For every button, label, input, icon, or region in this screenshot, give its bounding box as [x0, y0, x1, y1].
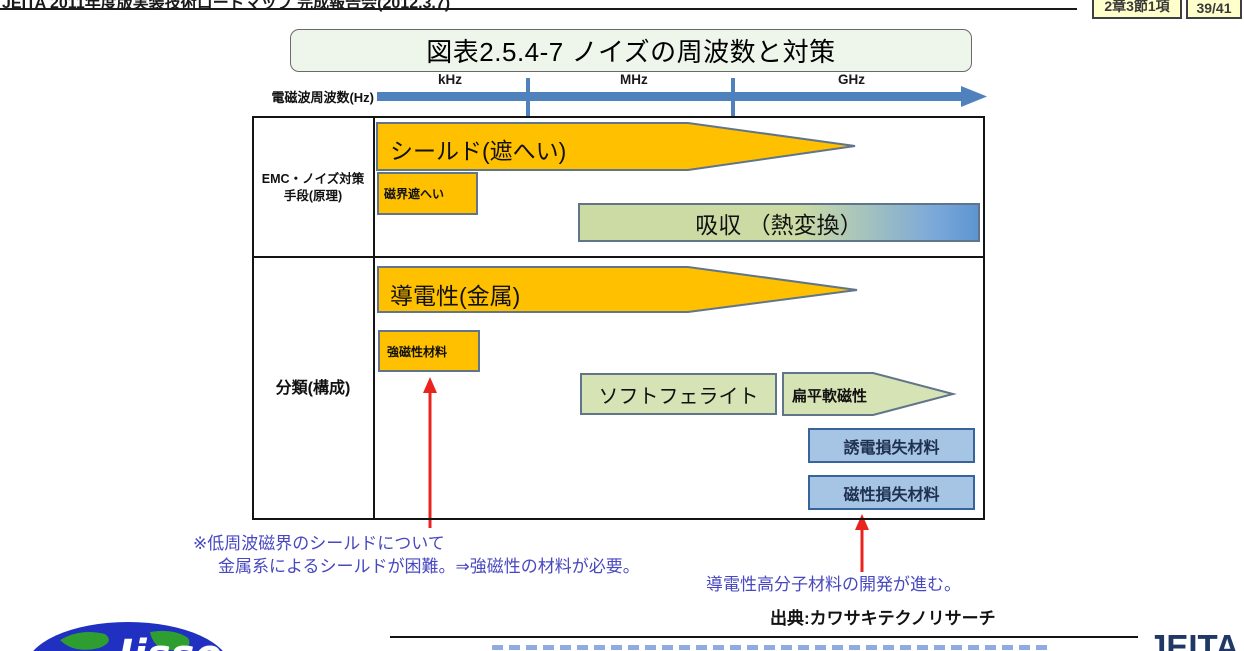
source-credit: 出典:カワサキテクノリサーチ — [770, 609, 996, 628]
shield-label: シールド(遮へい) — [390, 138, 567, 164]
page-header-title: JEITA 2011年度版実装技術ロードマップ 完成報告会(2012.3.7) — [2, 0, 451, 12]
ferromagnetic-box: 強磁性材料 — [378, 330, 480, 372]
magnetic-loss-box: 磁性損失材料 — [808, 475, 975, 510]
conductive-label: 導電性(金属) — [390, 283, 521, 309]
globe-logo-text: Jisso — [111, 632, 222, 651]
chart-frame — [252, 116, 985, 520]
section-badge: 2章3節1項 — [1092, 0, 1182, 19]
axis-tick-khz-mhz — [526, 78, 530, 116]
figure-title-box: 図表2.5.4-7 ノイズの周波数と対策 — [290, 29, 972, 72]
header-underline — [0, 8, 1077, 10]
chart-row-divider — [252, 256, 985, 258]
row-header-classification: 分類(構成) — [275, 380, 351, 397]
frequency-axis-bar — [377, 92, 963, 101]
jeita-logo: JEITA — [1148, 627, 1240, 651]
axis-unit-mhz: MHz — [620, 72, 648, 87]
axis-tick-mhz-ghz — [731, 78, 735, 116]
axis-label: 電磁波周波数(Hz) — [271, 90, 374, 105]
footer-rule — [390, 636, 1138, 638]
frequency-axis-arrowhead-icon — [961, 86, 987, 107]
magnetic-shield-label: 磁界遮へい — [384, 187, 445, 201]
annotation-low-freq-line2: 金属系によるシールドが困難。⇒強磁性の材料が必要。 — [218, 557, 640, 576]
soft-ferrite-box: ソフトフェライト — [580, 373, 777, 415]
axis-unit-khz: kHz — [438, 72, 463, 87]
absorption-bar: 吸収 （熱変換） — [578, 203, 980, 242]
magnetic-shield-box — [377, 172, 478, 215]
row-header-emc: EMC・ノイズ対策 手段(原理) — [254, 171, 372, 205]
annotation-conductive-polymer: 導電性高分子材料の開発が進む。 — [706, 575, 961, 594]
globe-logo: Jisso — [33, 622, 223, 651]
axis-unit-ghz: GHz — [838, 72, 865, 87]
chart-column-divider — [373, 116, 375, 520]
annotation-low-freq-line1: ※低周波磁界のシールドについて — [193, 534, 445, 553]
footer-caption-clipped — [492, 645, 1052, 650]
flat-soft-magnetic-label: 扁平軟磁性 — [792, 388, 868, 405]
page-number-badge: 39/41 — [1186, 0, 1242, 19]
dielectric-loss-box: 誘電損失材料 — [808, 428, 975, 463]
absorption-label: 吸収 （熱変換） — [695, 211, 863, 238]
figure-title: 図表2.5.4-7 ノイズの周波数と対策 — [426, 37, 836, 67]
row-header-emc-line2: 手段(原理) — [283, 189, 343, 203]
row-header-emc-line1: EMC・ノイズ対策 — [261, 172, 365, 186]
